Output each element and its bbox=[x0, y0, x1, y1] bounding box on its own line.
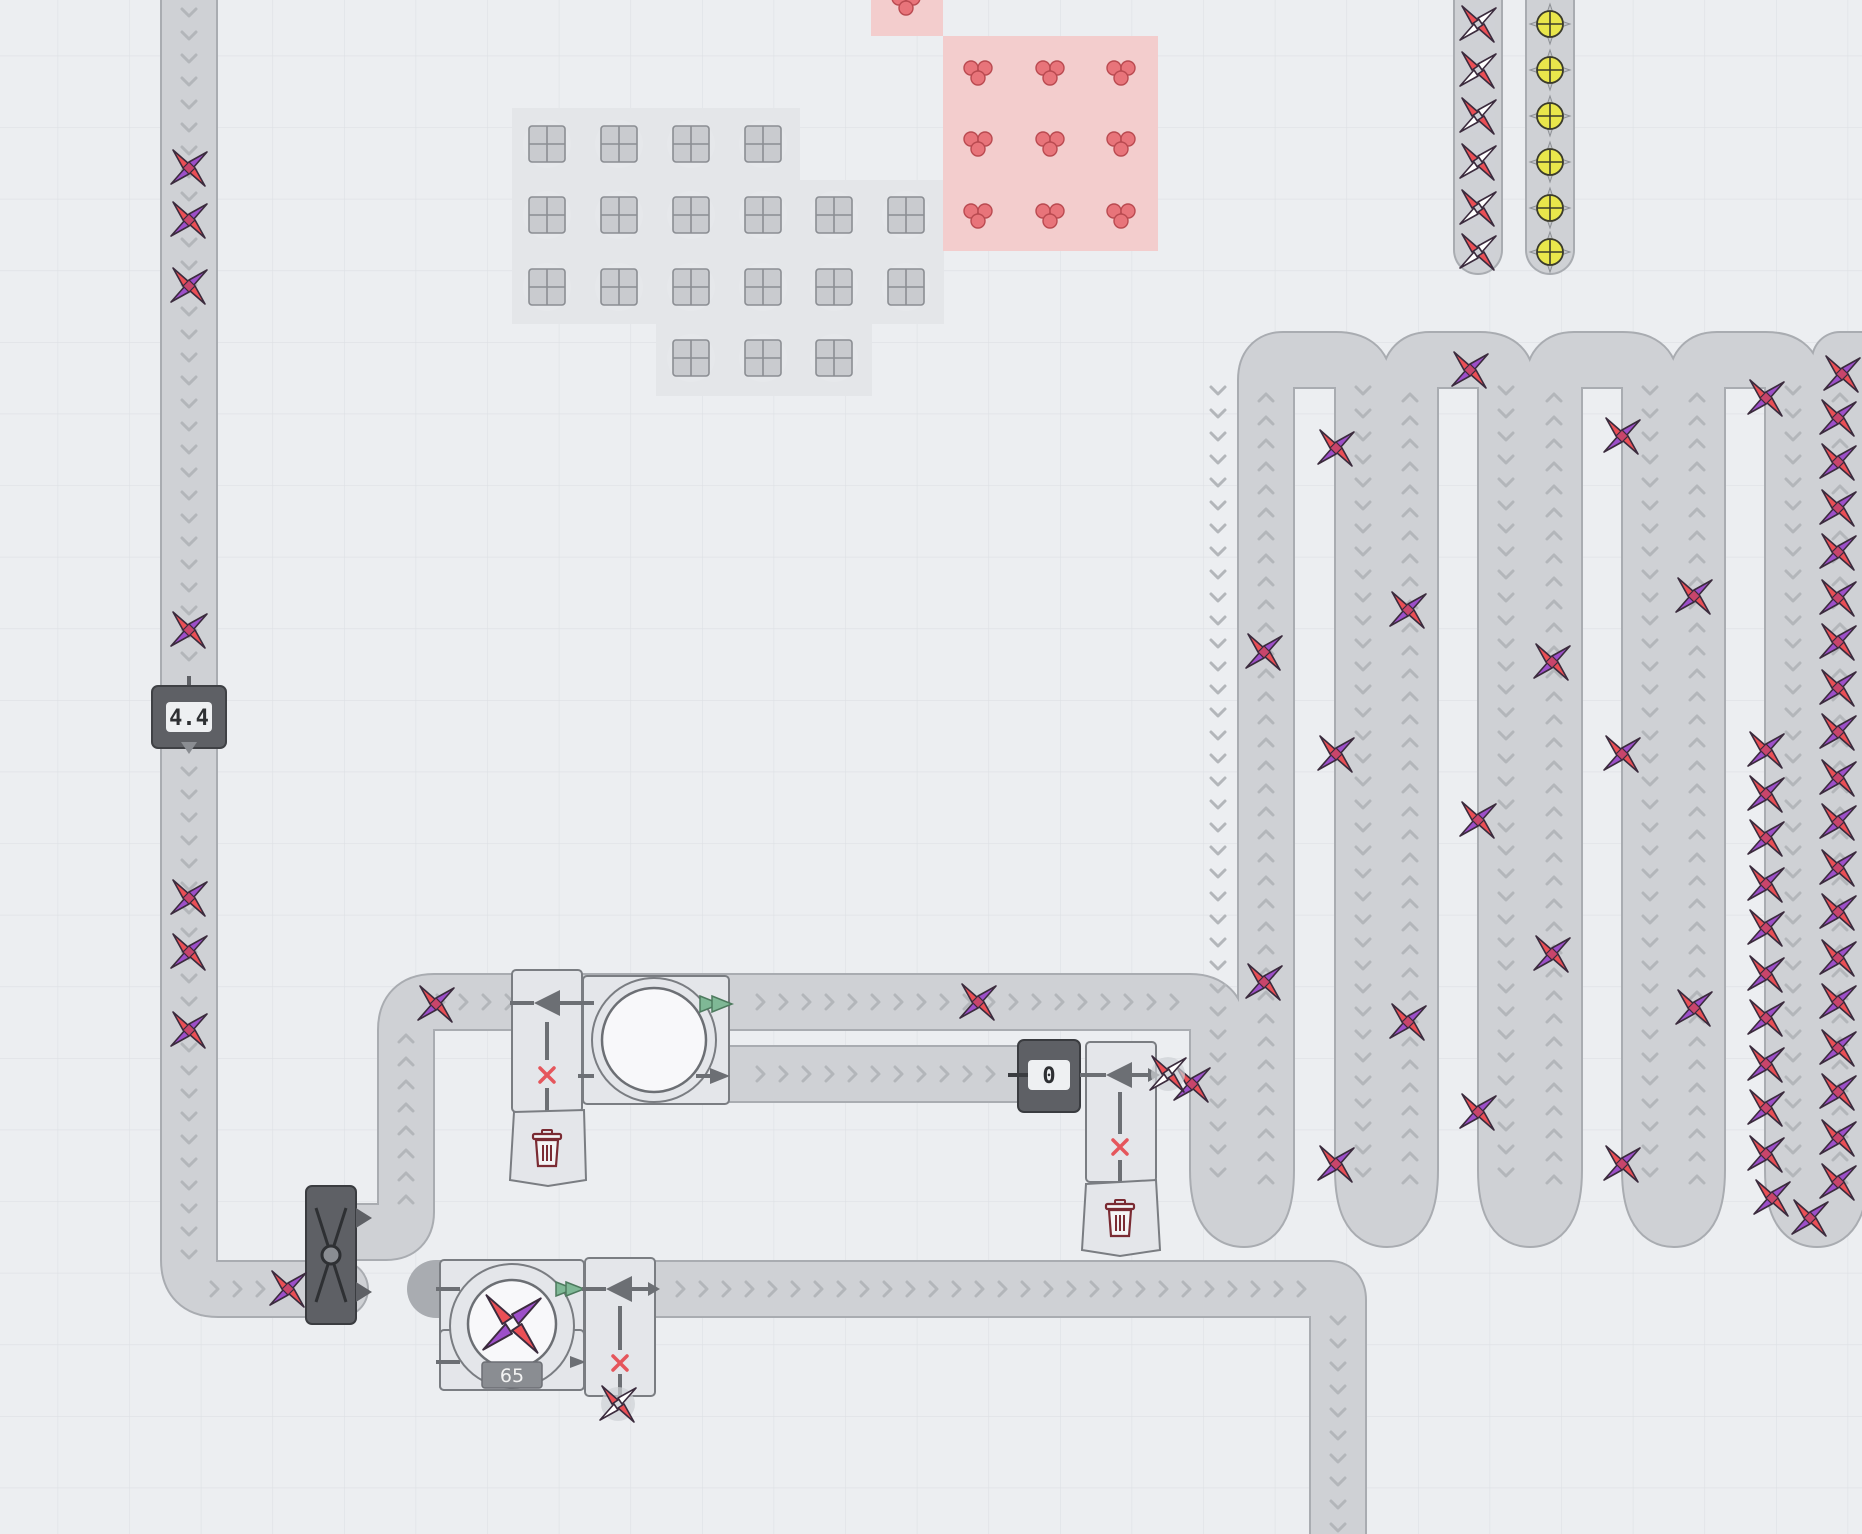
pinwheel-shape-icon bbox=[1459, 97, 1497, 135]
x-icon bbox=[1111, 1138, 1129, 1156]
filter-icon bbox=[1080, 1062, 1160, 1134]
pinwheel-shape-icon bbox=[482, 1294, 542, 1354]
pinwheel-shape-icon bbox=[1459, 143, 1497, 181]
item-counter[interactable]: 0 bbox=[1008, 1039, 1081, 1113]
trash-bin-upper[interactable] bbox=[508, 1108, 588, 1188]
filter-icon bbox=[582, 1276, 660, 1350]
splitter[interactable] bbox=[305, 1185, 372, 1325]
pinwheel-shape-icon bbox=[1459, 51, 1497, 89]
pinwheel-shape-icon bbox=[1459, 233, 1497, 271]
throughput-value: 4.4 bbox=[169, 706, 209, 731]
filter-building-right[interactable] bbox=[1080, 1041, 1160, 1192]
grey-ore-patch[interactable] bbox=[512, 108, 944, 396]
pinwheel-shape-icon bbox=[1149, 1055, 1187, 1093]
trash-icon bbox=[1104, 1198, 1136, 1238]
splitter-icon bbox=[314, 1207, 348, 1303]
pinwheel-shape-icon bbox=[599, 1385, 637, 1423]
red-ore-patch[interactable] bbox=[871, 0, 1158, 251]
storage-building-lower[interactable]: 65 bbox=[436, 1259, 587, 1391]
x-icon bbox=[611, 1354, 629, 1372]
processing-building-upper[interactable] bbox=[568, 975, 735, 1105]
throughput-counter[interactable]: 4.4 bbox=[151, 676, 227, 754]
pinwheel-shape-icon bbox=[1459, 5, 1497, 43]
filter-building-lower[interactable] bbox=[582, 1257, 660, 1397]
trash-bin-right[interactable] bbox=[1080, 1178, 1162, 1258]
trash-icon bbox=[531, 1128, 563, 1168]
pinwheel-shape-icon bbox=[1459, 189, 1497, 227]
x-icon bbox=[538, 1066, 556, 1084]
filter-building-upper-left[interactable] bbox=[510, 969, 583, 1116]
item-counter-value: 0 bbox=[1042, 1064, 1055, 1089]
hub-stock-value: 65 bbox=[500, 1365, 524, 1387]
